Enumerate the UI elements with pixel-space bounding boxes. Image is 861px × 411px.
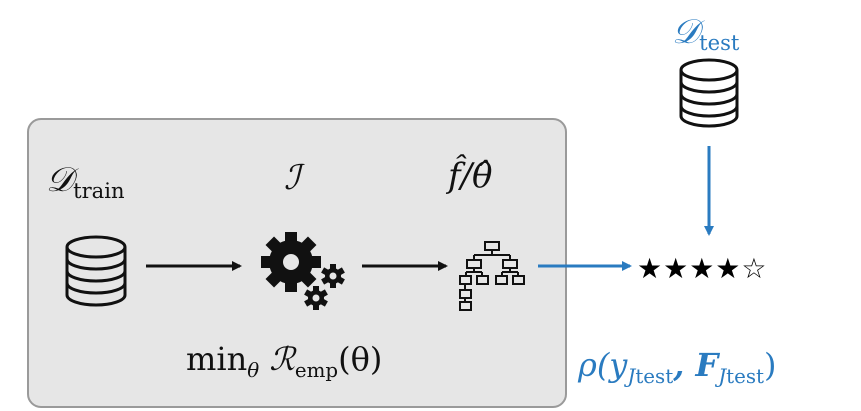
star-rating-icon: ★★★★☆ (637, 252, 768, 285)
gears-icon (261, 232, 345, 310)
performance-metric-label: ρ(yJtest, FJtest) (578, 346, 777, 388)
test-database-icon (679, 58, 739, 128)
tree-model-icon (459, 241, 525, 311)
train-database-icon (65, 235, 127, 307)
inducer-label: ℐ (284, 158, 300, 198)
train-data-label: 𝒟train (46, 160, 125, 204)
test-data-label: 𝒟test (672, 12, 740, 56)
empirical-risk-objective: minθ ℛemp(θ) (186, 340, 383, 382)
model-label: f̂/θ̂ (448, 156, 493, 196)
